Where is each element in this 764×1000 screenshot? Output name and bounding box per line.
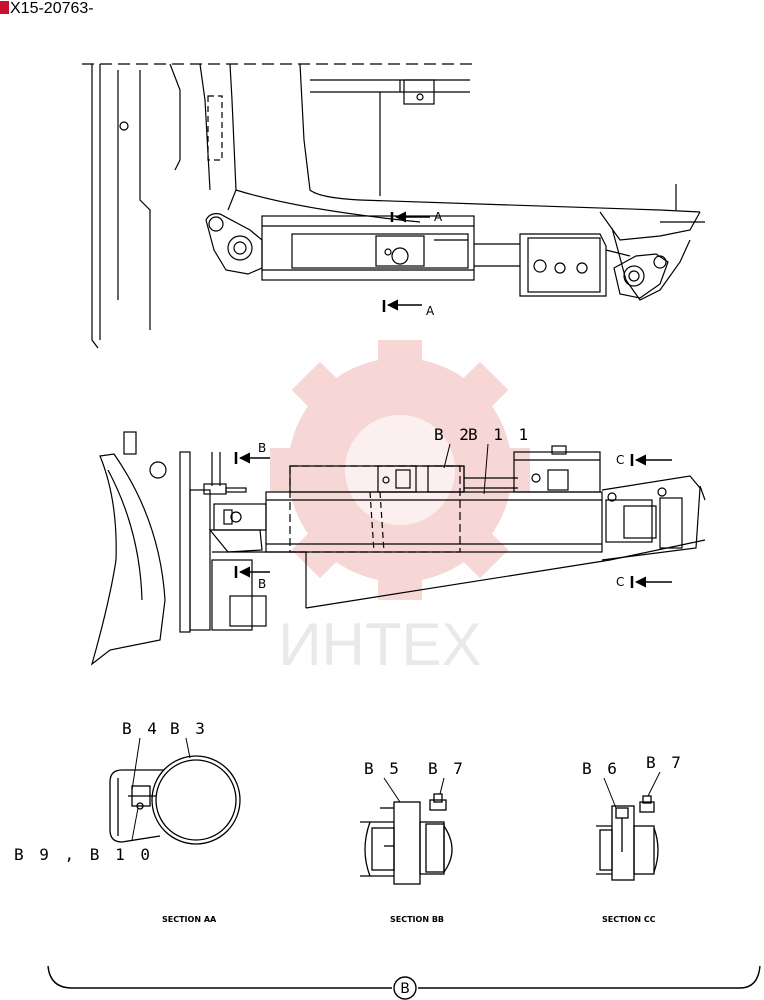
section-cc-title: SECTION CC (602, 915, 656, 924)
callout-b5: B 5 (364, 759, 402, 778)
section-arrow-c-label: C (616, 575, 624, 589)
section-arrow-b-label: B (258, 577, 266, 591)
watermark-text: ИНТЕХ (278, 611, 481, 678)
leader-b9-b10 (131, 807, 139, 841)
section-arrow-c-upper: C (616, 453, 672, 467)
leader-b2 (443, 443, 451, 469)
callouts-section-bb: B 5 B 7 SECTION BB (364, 759, 466, 924)
section-arrow-a-label: A (434, 210, 443, 224)
section-aa-drawing (109, 755, 241, 845)
group-brace (47, 965, 761, 1000)
callouts-section-cc: B 6 B 7 SECTION CC (582, 753, 684, 924)
brand-mark-icon (0, 1, 9, 14)
section-arrow-c-label: C (616, 453, 624, 467)
section-arrow-a-upper: A (390, 210, 443, 224)
leader-b6 (603, 777, 617, 809)
top-view (82, 63, 705, 349)
section-cc-drawing (596, 795, 659, 881)
leader-b11 (483, 443, 489, 495)
callout-b6: B 6 (582, 759, 620, 778)
section-arrow-b-upper: B (234, 441, 270, 464)
watermark: ИНТЕХ (270, 340, 530, 678)
section-bb-title: SECTION BB (390, 915, 444, 924)
middle-view (90, 431, 706, 666)
section-aa-title: SECTION AA (162, 915, 217, 924)
callout-b9-b10: B 9 , B 1 0 (14, 845, 153, 864)
section-arrow-b-label: B (258, 441, 266, 455)
callout-b7: B 7 (428, 759, 466, 778)
section-arrow-b-lower: B (234, 566, 270, 591)
leader-b5 (383, 777, 401, 803)
leader-b7 (439, 777, 445, 795)
callout-b11: B 1 1 (468, 425, 531, 444)
section-arrow-a-lower: A (382, 299, 435, 318)
part-number: X15-20763- (10, 0, 94, 17)
callout-b7: B 7 (646, 753, 684, 772)
leader-b7 (647, 771, 661, 797)
section-arrow-c-lower: C (616, 575, 672, 589)
callouts-middle-view: B 2 B 1 1 (434, 425, 531, 495)
callouts-section-aa: B 4 B 3 B 9 , B 1 0 SECTION AA (14, 719, 217, 924)
document-id: X15-20763- (0, 0, 94, 18)
section-arrow-a-label: A (426, 304, 435, 318)
section-bb-drawing (360, 793, 453, 885)
leader-b4 (131, 737, 141, 791)
callout-b4: B 4 (122, 719, 160, 738)
callout-b2: B 2 (434, 425, 472, 444)
leader-b3 (185, 737, 191, 759)
group-marker-label: B (400, 981, 410, 997)
callout-b3: B 3 (170, 719, 208, 738)
